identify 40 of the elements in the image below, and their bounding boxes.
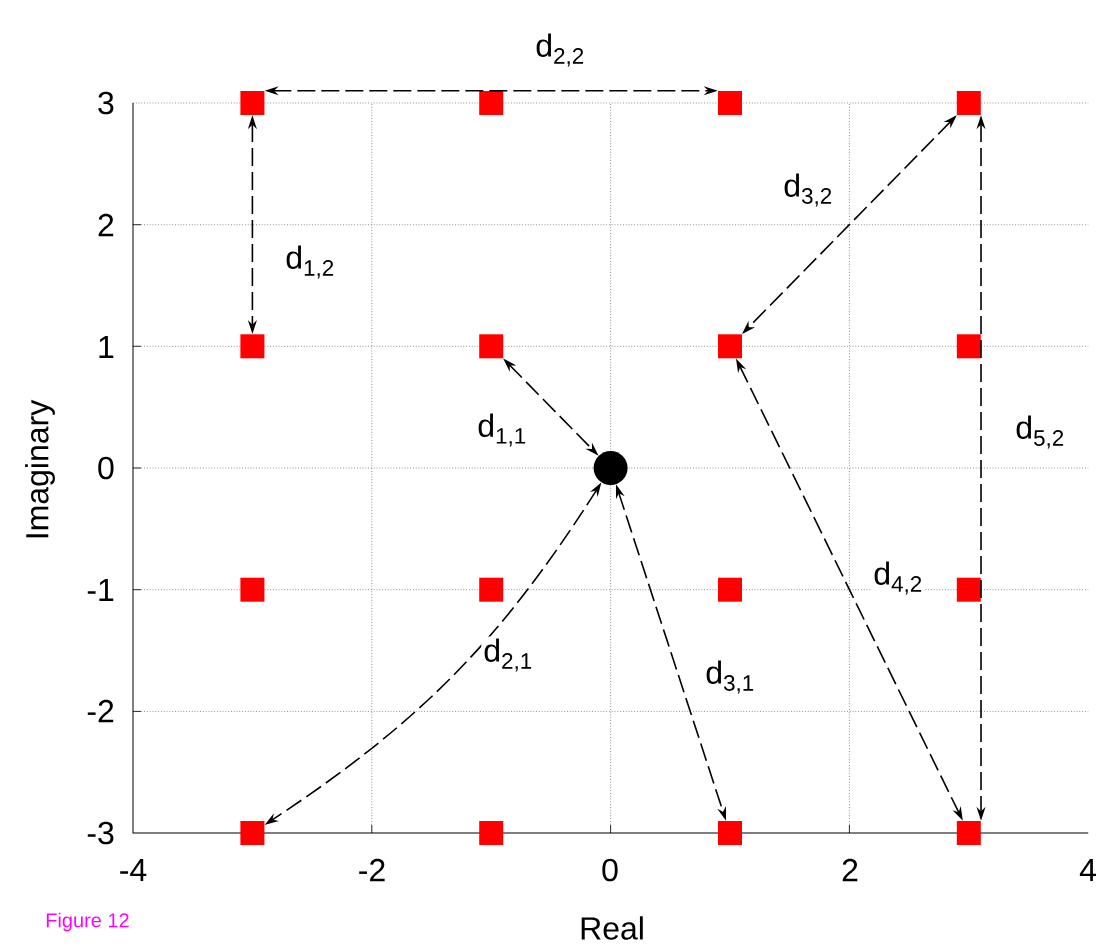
square-marker <box>240 334 265 359</box>
square-marker <box>718 334 742 359</box>
axis-label: Real <box>581 916 643 940</box>
tick-label: -2 <box>87 699 114 723</box>
point-marker <box>593 451 628 485</box>
edge-label: d$_{5,2}$ <box>1013 413 1067 451</box>
square-marker <box>956 577 981 602</box>
tick-label: -4 <box>120 859 147 881</box>
square-marker <box>718 821 742 845</box>
tick-label: 4 <box>1079 859 1096 881</box>
tick-label: 2 <box>842 858 858 882</box>
figure-caption: Figure 12 <box>46 912 129 932</box>
square-marker <box>240 577 265 602</box>
square-marker <box>240 91 265 115</box>
edge-label: d$_{1,1}$ <box>475 411 529 449</box>
square-marker <box>479 577 504 602</box>
edge-label: d$_{3,2}$ <box>781 171 835 209</box>
square-marker <box>718 577 742 602</box>
edge-label: d$_{2,2}$ <box>533 31 587 69</box>
square-marker <box>479 334 504 359</box>
tick-label: 1 <box>99 336 114 358</box>
edge-label: d$_{2,1}$ <box>481 636 535 674</box>
tick-label: -1 <box>87 579 114 601</box>
tick-label: 3 <box>98 91 114 115</box>
square-marker <box>718 91 742 115</box>
tick-label: 0 <box>98 456 114 480</box>
tick-label: -3 <box>87 821 114 845</box>
square-marker <box>956 91 981 115</box>
edge-label: d$_{4,2}$ <box>871 559 925 597</box>
square-marker <box>479 821 504 845</box>
axis-label: Imaginary <box>25 399 55 538</box>
tick-label: -2 <box>359 858 385 882</box>
square-marker <box>479 91 504 115</box>
square-marker <box>956 821 981 845</box>
edge-label: d$_{3,1}$ <box>703 658 757 696</box>
edge-label: d$_{1,2}$ <box>283 243 337 281</box>
square-marker <box>956 334 981 359</box>
tick-label: 0 <box>602 858 618 882</box>
square-marker <box>240 821 265 845</box>
tick-label: 2 <box>98 213 114 237</box>
